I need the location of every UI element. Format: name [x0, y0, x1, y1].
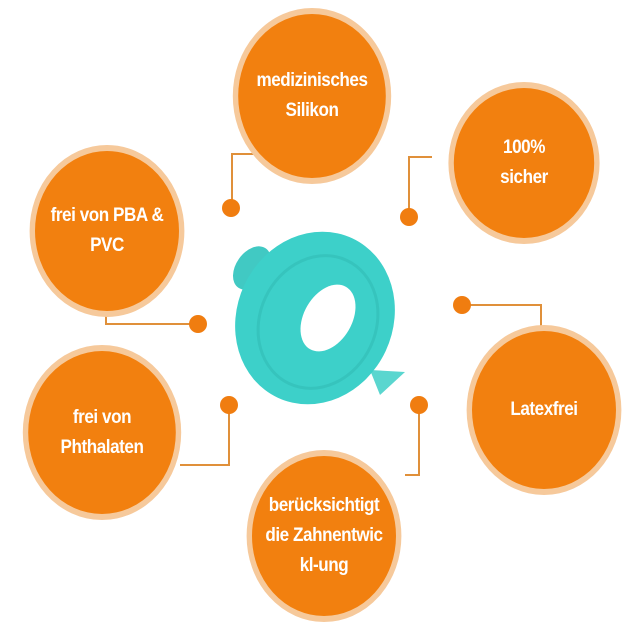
feature-bubble-teeth: berücksichtigt die Zahnentwickl-ung — [246, 450, 402, 622]
feature-label: medizinisches Silikon — [256, 70, 368, 121]
connector-dot — [189, 315, 207, 333]
feature-label: frei von Phthalaten — [60, 406, 144, 458]
feature-bubble-silicone: medizinisches Silikon — [232, 8, 392, 184]
feature-label: frei von PBA & PVC — [50, 205, 164, 256]
connector-line — [231, 153, 255, 208]
connector-line — [405, 405, 420, 476]
connector-dot — [400, 208, 418, 226]
pacifier-icon — [232, 231, 405, 405]
connector-dot — [222, 199, 240, 217]
connector-dot — [410, 396, 428, 414]
feature-bubble-phthalates: frei von Phthalaten — [22, 345, 182, 520]
feature-label: berücksichtigt die Zahnentwickl-ung — [265, 495, 383, 576]
feature-bubble-safe: 100% sicher — [448, 82, 600, 244]
feature-label: Latexfrei — [510, 399, 578, 420]
connector-dot — [453, 296, 471, 314]
connector-dot — [220, 396, 238, 414]
connector-line — [462, 304, 542, 332]
feature-label: 100% sicher — [500, 137, 548, 188]
feature-bubble-pba-pvc: frei von PBA & PVC — [29, 145, 185, 317]
connector-line — [408, 156, 432, 217]
feature-bubble-latex: Latexfrei — [466, 325, 622, 495]
connector-line — [180, 405, 230, 466]
